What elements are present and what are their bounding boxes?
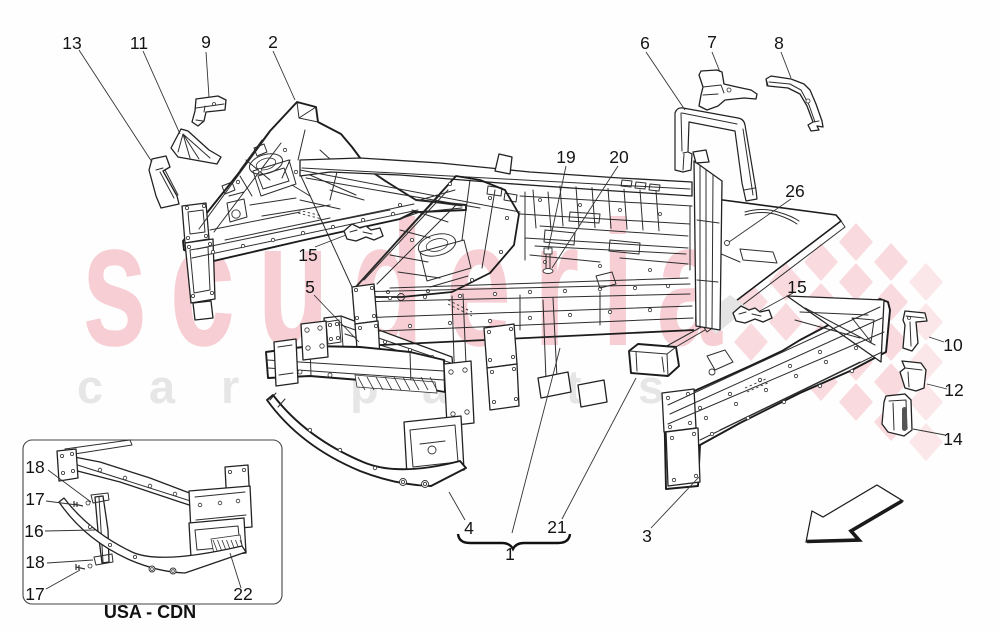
svg-text:13: 13 — [62, 33, 81, 53]
svg-text:7: 7 — [707, 32, 717, 52]
svg-text:1: 1 — [505, 544, 515, 564]
svg-text:USA - CDN: USA - CDN — [104, 602, 196, 622]
svg-text:a: a — [149, 360, 176, 413]
svg-text:10: 10 — [943, 335, 963, 355]
svg-text:19: 19 — [556, 147, 575, 167]
svg-text:6: 6 — [640, 33, 650, 53]
svg-text:9: 9 — [201, 32, 211, 52]
svg-text:22: 22 — [233, 584, 252, 604]
svg-text:c: c — [77, 360, 103, 413]
svg-text:17: 17 — [25, 489, 44, 509]
svg-text:21: 21 — [547, 517, 566, 537]
svg-text:17: 17 — [25, 584, 44, 604]
svg-text:2: 2 — [268, 32, 278, 52]
svg-text:18: 18 — [25, 552, 44, 572]
svg-text:15: 15 — [298, 245, 317, 265]
svg-text:15: 15 — [787, 277, 806, 297]
svg-text:26: 26 — [785, 181, 804, 201]
svg-text:8: 8 — [774, 33, 784, 53]
svg-text:11: 11 — [130, 33, 148, 53]
svg-text:12: 12 — [944, 380, 963, 400]
svg-text:20: 20 — [609, 147, 629, 167]
svg-text:3: 3 — [642, 526, 652, 546]
svg-text:r: r — [221, 360, 239, 413]
svg-text:4: 4 — [464, 518, 474, 538]
svg-text:14: 14 — [943, 429, 963, 449]
svg-text:5: 5 — [305, 277, 315, 297]
svg-text:18: 18 — [25, 457, 44, 477]
svg-text:16: 16 — [24, 521, 43, 541]
svg-text:t: t — [566, 360, 582, 413]
